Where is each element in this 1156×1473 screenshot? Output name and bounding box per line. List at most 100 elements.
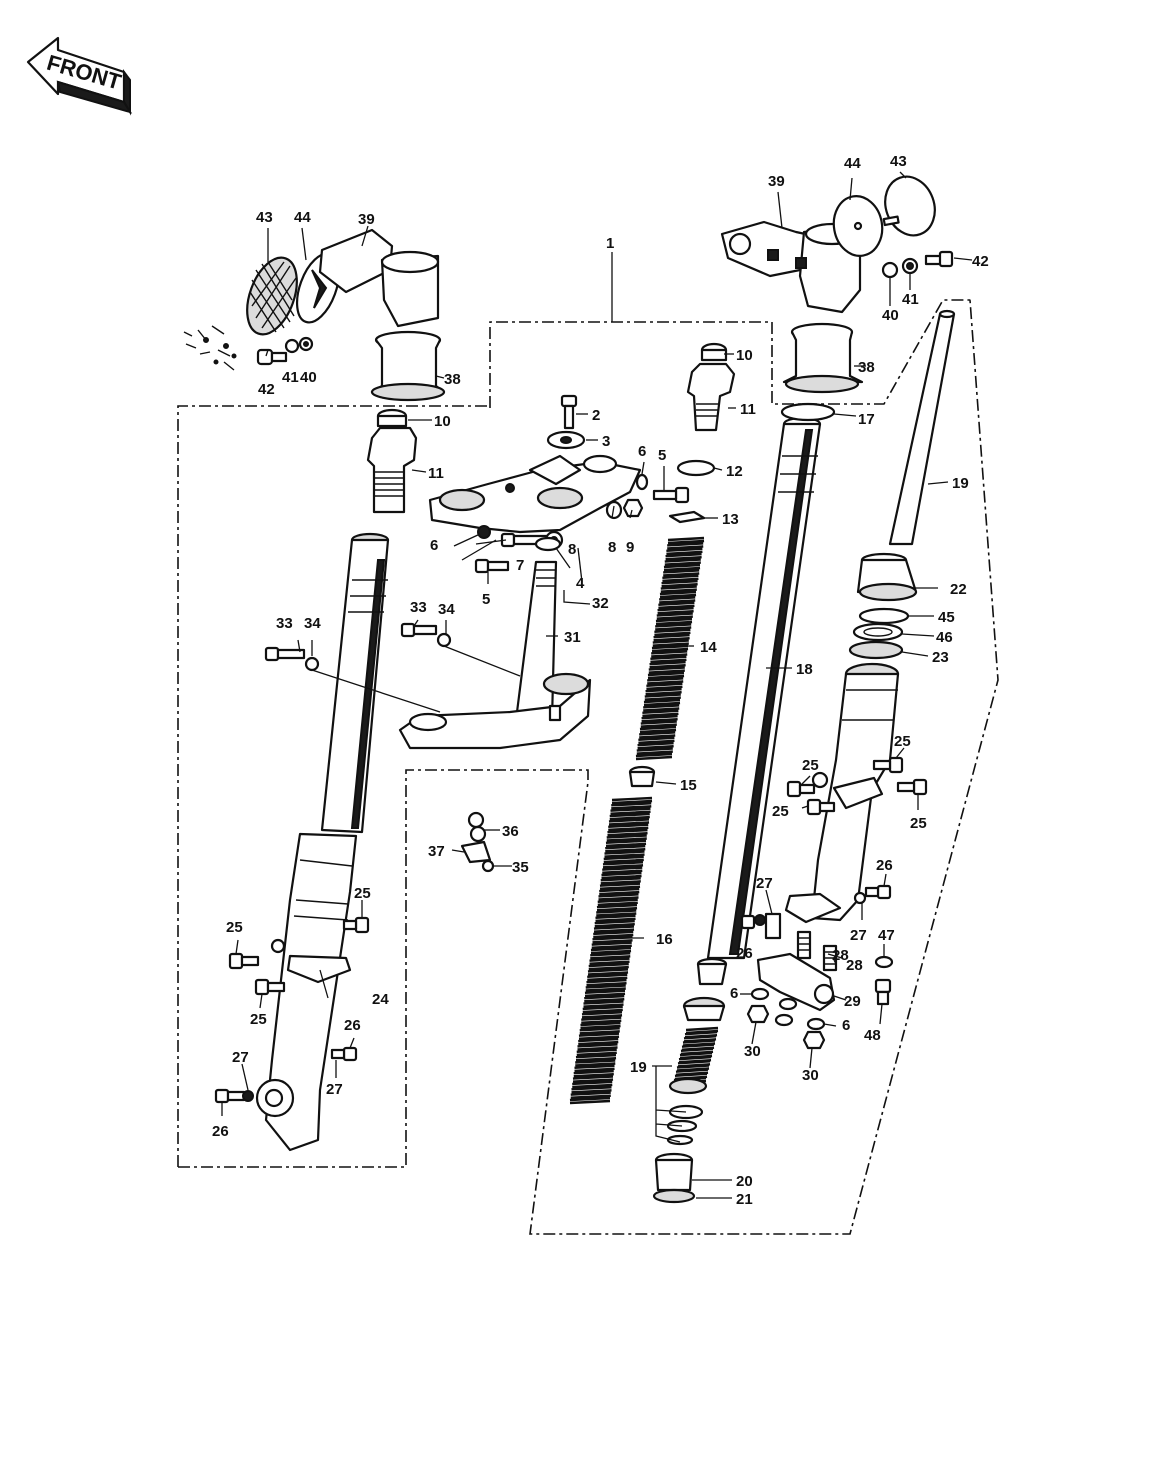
callout-13: 13: [722, 511, 739, 528]
callout-11-right: 11: [740, 401, 756, 418]
callout-26-right-a: 26: [876, 857, 893, 874]
top-plug-right: [686, 362, 736, 432]
damper-parts-stack: [666, 1077, 708, 1146]
dust-seal-22: [856, 552, 918, 602]
callout-46: 46: [936, 629, 953, 646]
fork-outer-tube-left: [255, 832, 358, 1152]
oil-seal-46: [852, 622, 904, 642]
callout-39-right: 39: [768, 173, 785, 190]
nut-30-b: [802, 1030, 826, 1050]
callout-32: 32: [592, 595, 609, 612]
reflector-base-right: [832, 195, 884, 257]
retaining-ring-45: [858, 607, 910, 625]
callout-5-upper: 5: [658, 447, 666, 464]
callout-38-right: 38: [858, 359, 875, 376]
callout-9: 9: [626, 539, 634, 556]
callout-34-left: 34: [304, 615, 321, 632]
front-direction-badge: FRONT: [26, 36, 133, 116]
fork-tube-left: [320, 532, 390, 834]
callout-2: 2: [592, 407, 600, 424]
reflector-left: [246, 256, 298, 336]
callout-27-right-b: 27: [850, 927, 867, 944]
o-ring-12: [676, 459, 716, 477]
oil-lock-piece-20: [654, 1152, 694, 1192]
print-speckle: [183, 325, 237, 371]
rebound-spring-19: [673, 1026, 719, 1085]
bolt-26-left-a: [330, 1046, 358, 1062]
callout-7: 7: [516, 557, 524, 574]
washer-47: [874, 955, 894, 969]
nut-30-a: [746, 1004, 770, 1024]
callout-37: 37: [428, 843, 445, 860]
cap-bolt-right: [700, 342, 728, 362]
assembly-outline-left: [177, 252, 999, 1235]
bolt-25-right-a: [872, 756, 904, 774]
callout-20: 20: [736, 1173, 753, 1190]
callout-25-right-d: 25: [910, 815, 927, 832]
callout-30-a: 30: [744, 1043, 761, 1060]
washer-8-right: [605, 500, 623, 520]
callout-11-left: 11: [428, 465, 444, 482]
callout-26-right-b: 26: [736, 945, 753, 962]
washer-23: [848, 640, 904, 660]
callout-26-left-b: 26: [212, 1123, 229, 1140]
callout-22: 22: [950, 581, 967, 598]
washer-6-upper: [635, 473, 649, 491]
callout-8-right: 8: [608, 539, 616, 556]
callout-25-left-a: 25: [226, 919, 243, 936]
callout-36: 36: [502, 823, 519, 840]
fork-spring-14: [635, 536, 705, 761]
washer-6-right-b: [806, 1017, 826, 1031]
callout-44-left: 44: [294, 209, 311, 226]
callout-25-right-b: 25: [772, 803, 789, 820]
callout-38-left: 38: [444, 371, 461, 388]
callout-10-left: 10: [434, 413, 451, 430]
callout-41-left: 41: [282, 369, 299, 386]
washer-21: [652, 1188, 696, 1204]
damper-rod-19: [888, 309, 956, 546]
callout-42-left: 42: [258, 381, 275, 398]
callout-35: 35: [512, 859, 529, 876]
nut-6-left: [477, 525, 491, 539]
bolt-26-right-a: [853, 884, 892, 905]
reflector-right: [882, 175, 936, 237]
callout-18: 18: [796, 661, 813, 678]
callout-5-lower: 5: [482, 591, 490, 608]
bolt-25-right-c: [786, 780, 816, 798]
callout-24: 24: [372, 991, 389, 1008]
callout-6-bracket: 6: [430, 537, 438, 554]
callout-26-left-a: 26: [344, 1017, 361, 1034]
washer-right-c: [774, 997, 798, 1027]
stem-collar-32: [534, 536, 562, 552]
callout-40-right: 40: [882, 307, 899, 324]
callout-1: 1: [606, 235, 614, 252]
callout-19-lower: 19: [630, 1059, 647, 1076]
bolt-5-upper: [652, 486, 690, 504]
upper-fork-bracket: [428, 454, 642, 534]
callout-25-right-c: 25: [894, 733, 911, 750]
callout-8-center: 8: [568, 541, 576, 558]
drain-bolt-48: [874, 978, 892, 1006]
damper-rod-lower: [682, 957, 728, 1022]
callout-33-center: 33: [410, 599, 427, 616]
bolt-25-right-d: [806, 798, 836, 816]
brake-hose-clamp: [460, 811, 495, 873]
bolt-25-left-a: [228, 952, 260, 970]
stud-28-b: [822, 944, 838, 972]
callout-29: 29: [844, 993, 861, 1010]
callout-12: 12: [726, 463, 743, 480]
callout-27-right-a: 27: [756, 875, 773, 892]
callout-43-left: 43: [256, 209, 273, 226]
fork-spring-16: [569, 796, 653, 1105]
shim-13: [668, 510, 706, 524]
callout-25-left-c: 25: [354, 885, 371, 902]
nut-9-right: [622, 498, 644, 518]
callout-40-left: 40: [300, 369, 317, 386]
cap-bolt-left: [376, 408, 408, 428]
bolt-26-left-b: [214, 1088, 254, 1104]
callout-45: 45: [938, 609, 955, 626]
steering-stem-lower-bracket: [398, 560, 592, 750]
bolt-25-left-c: [342, 916, 370, 934]
callout-47: 47: [878, 927, 895, 944]
callout-43-right: 43: [890, 153, 907, 170]
